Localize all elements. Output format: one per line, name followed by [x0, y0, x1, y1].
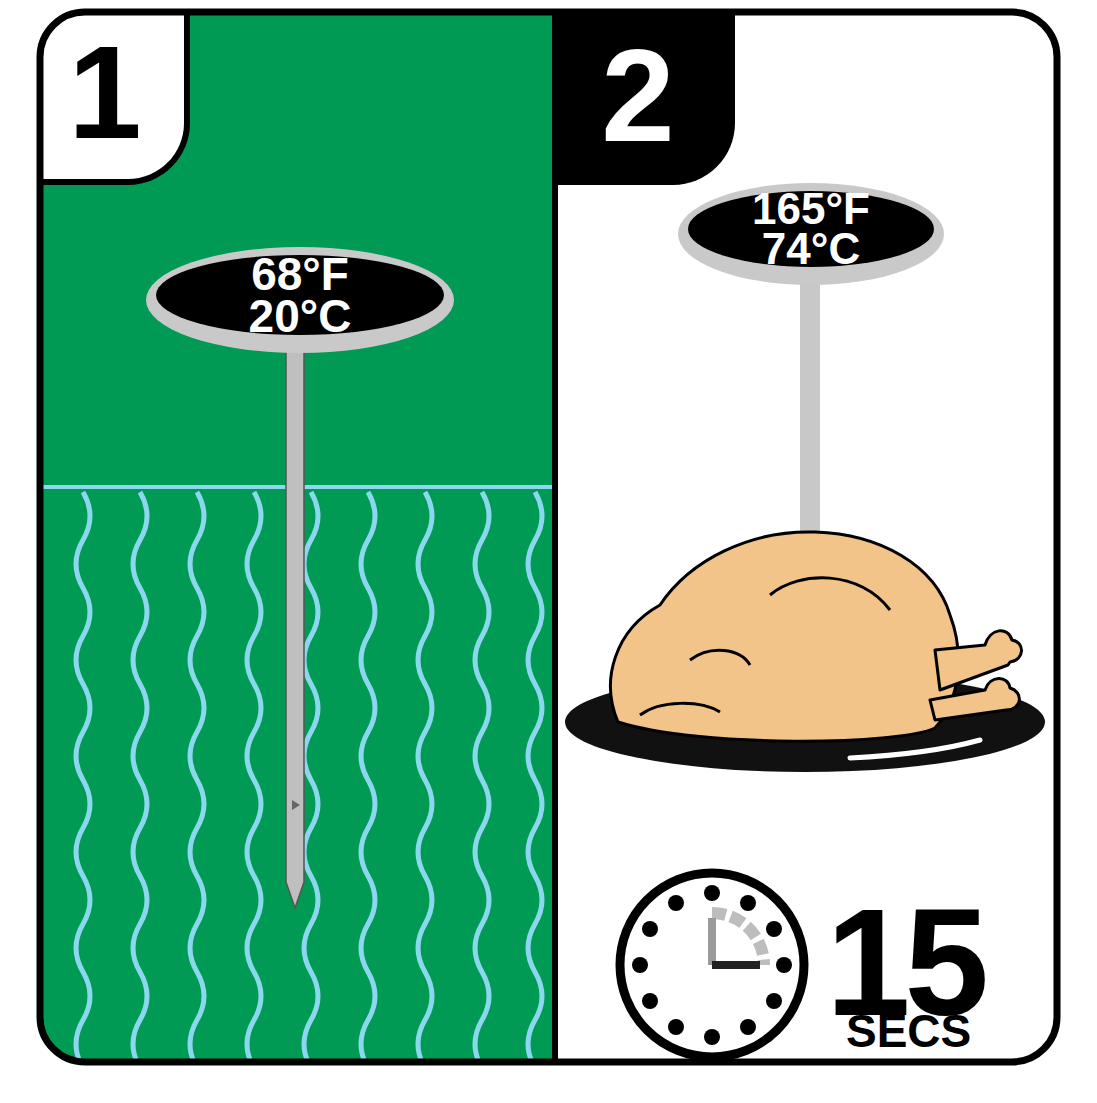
thermometer-stem [286, 330, 304, 908]
turkey [611, 532, 1022, 741]
green-panel [40, 12, 555, 1062]
clock-icon [620, 873, 804, 1057]
temperature-reading: 20°C [249, 295, 352, 337]
step-number: 2 [601, 30, 674, 162]
thermometer-dial: 165°F74°C [677, 182, 945, 286]
thermometer-dial: 68°F20°C [145, 246, 455, 354]
temperature-reading: 68°F [251, 253, 349, 295]
temperature-reading: 74°C [762, 229, 860, 269]
step-number: 1 [68, 27, 141, 159]
water-waves [76, 492, 542, 1062]
step-tab: 1 [40, 12, 190, 185]
time-unit: SECS [846, 1008, 971, 1054]
step-tab: 2 [555, 12, 735, 185]
temperature-reading: 165°F [752, 189, 870, 229]
